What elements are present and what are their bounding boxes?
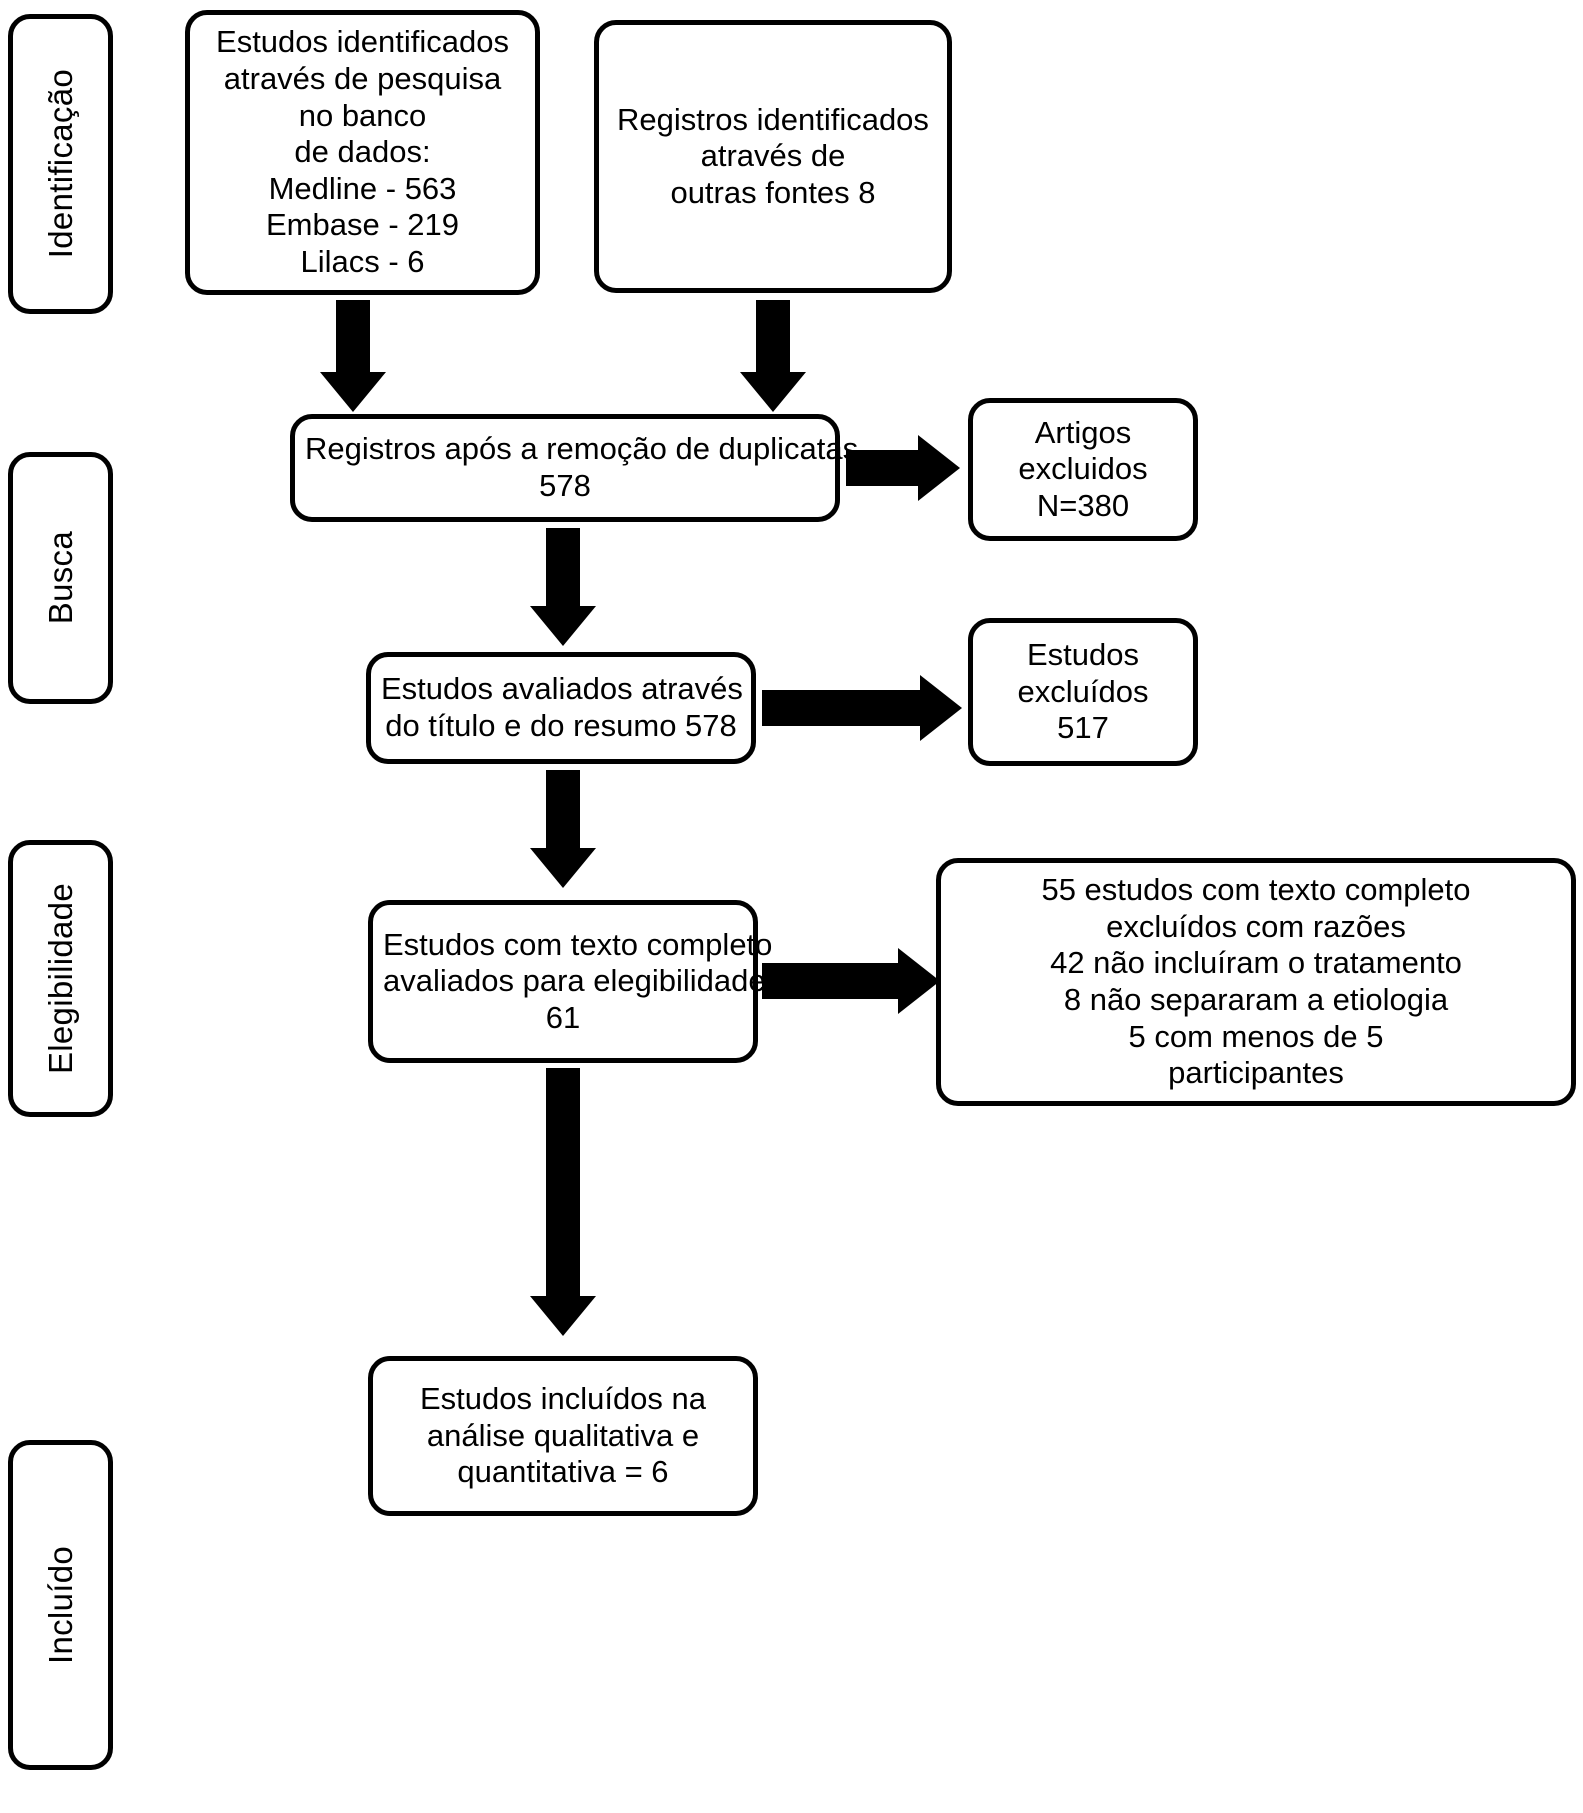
box-line: de dados: bbox=[294, 134, 431, 170]
arrow-head bbox=[530, 848, 596, 888]
box-line: análise qualitativa e bbox=[426, 1417, 700, 1453]
box-line: quantitativa = 6 bbox=[457, 1454, 669, 1490]
arrow-fulltext-to-included bbox=[530, 1068, 596, 1336]
arrow-shaft bbox=[762, 690, 927, 726]
box-fulltext-excluded-with-reasons: 55 estudos com texto completo excluídos … bbox=[936, 858, 1576, 1106]
box-line: Estudos identificados bbox=[216, 24, 509, 60]
box-line: excluídos com razões bbox=[1106, 908, 1406, 944]
box-line: do título e do resumo 578 bbox=[385, 708, 737, 743]
box-line: Artigos bbox=[1034, 414, 1132, 450]
box-articles-excluded: Artigos excluidos N=380 bbox=[968, 398, 1198, 541]
box-line: 578 bbox=[539, 468, 591, 503]
box-line: 8 não separaram a etiologia bbox=[1063, 982, 1449, 1017]
box-line: Estudos bbox=[1026, 637, 1139, 673]
stage-label-text: Busca bbox=[41, 531, 79, 625]
box-line: Registros identificados bbox=[617, 101, 929, 137]
box-line: avaliados para elegibilidade bbox=[383, 963, 766, 999]
arrow-head bbox=[918, 435, 960, 501]
box-line: no banco bbox=[298, 97, 427, 133]
box-studies-identified-databases: Estudos identificados através de pesquis… bbox=[185, 10, 540, 295]
arrow-shaft bbox=[546, 770, 580, 854]
arrow-shaft bbox=[546, 528, 580, 612]
stage-label-identificacao: Identificação bbox=[8, 14, 113, 314]
arrow-screened-to-fulltext bbox=[530, 770, 596, 888]
arrow-shaft bbox=[846, 450, 926, 486]
box-line: Estudos incluídos na bbox=[419, 1381, 707, 1417]
stage-label-incluido: Incluído bbox=[8, 1440, 113, 1770]
box-line: Estudos com texto completo bbox=[383, 926, 773, 962]
stage-label-text: Identificação bbox=[41, 69, 79, 259]
arrow-shaft bbox=[546, 1068, 580, 1300]
arrow-head bbox=[898, 948, 940, 1014]
box-line: Medline - 563 bbox=[268, 170, 457, 206]
box-line: Registros após a remoção de duplicatas bbox=[305, 431, 859, 467]
arrow-head bbox=[920, 675, 962, 741]
box-line: Embase - 219 bbox=[266, 207, 459, 243]
box-line: excluidos bbox=[1018, 451, 1148, 487]
box-studies-included-synthesis: Estudos incluídos na análise qualitativa… bbox=[368, 1356, 758, 1516]
box-records-identified-other-sources: Registros identificados através de outra… bbox=[594, 20, 952, 293]
stage-label-elegibilidade: Elegibilidade bbox=[8, 840, 113, 1117]
arrow-databases-to-duplicates bbox=[320, 300, 386, 412]
box-line: excluídos bbox=[1017, 673, 1149, 709]
box-studies-excluded: Estudos excluídos 517 bbox=[968, 618, 1198, 766]
arrow-head bbox=[740, 372, 806, 412]
box-line: 517 bbox=[1057, 710, 1109, 746]
arrow-duplicates-to-screened bbox=[530, 528, 596, 646]
stage-label-text: Elegibilidade bbox=[41, 882, 79, 1075]
arrow-head bbox=[530, 1296, 596, 1336]
box-line: Estudos avaliados através bbox=[381, 671, 743, 707]
box-studies-screened-title-abstract: Estudos avaliados através do título e do… bbox=[366, 652, 756, 764]
arrow-head bbox=[320, 372, 386, 412]
box-records-after-duplicates-removed: Registros após a remoção de duplicatas 5… bbox=[290, 414, 859, 522]
box-line: através de bbox=[700, 138, 846, 174]
arrow-shaft bbox=[756, 300, 790, 378]
box-line: através de pesquisa bbox=[223, 61, 502, 97]
stage-label-busca: Busca bbox=[8, 452, 113, 704]
box-line: participantes bbox=[1168, 1055, 1344, 1091]
box-line: N=380 bbox=[1036, 487, 1130, 523]
arrow-screened-to-studies-excluded bbox=[762, 675, 962, 741]
arrow-fulltext-to-excluded-reasons bbox=[762, 948, 940, 1014]
box-line: outras fontes 8 bbox=[670, 174, 876, 210]
box-line: 61 bbox=[545, 999, 581, 1035]
arrow-shaft bbox=[336, 300, 370, 378]
box-line: 42 não incluíram o tratamento bbox=[1050, 945, 1462, 981]
arrow-duplicates-to-articles-excluded bbox=[846, 435, 960, 501]
arrow-shaft bbox=[762, 963, 904, 999]
box-line: 5 com menos de 5 bbox=[1128, 1018, 1384, 1054]
box-fulltext-assessed-eligibility: Estudos com texto completo avaliados par… bbox=[368, 900, 773, 1063]
arrow-other-sources-to-duplicates bbox=[740, 300, 806, 412]
box-line: 55 estudos com texto completo bbox=[1041, 872, 1471, 908]
stage-label-text: Incluído bbox=[41, 1546, 79, 1664]
arrow-head bbox=[530, 606, 596, 646]
box-line: Lilacs - 6 bbox=[300, 243, 425, 279]
